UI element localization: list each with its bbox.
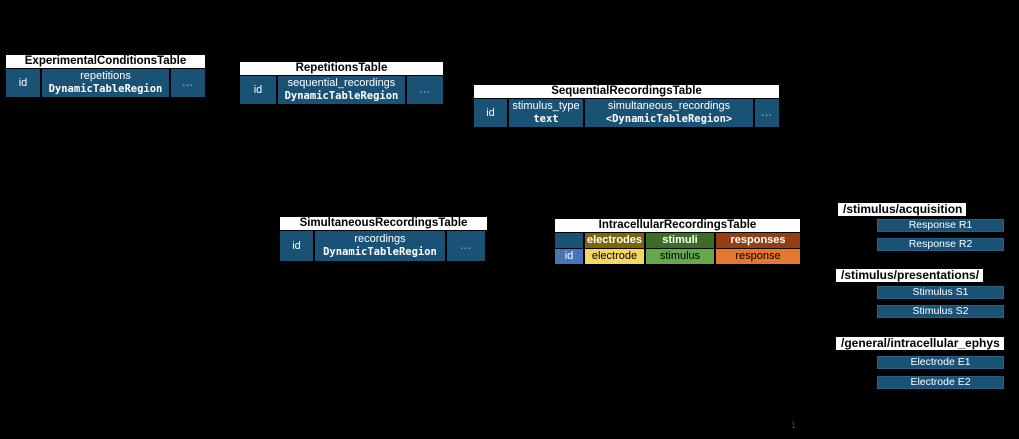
id-cell: id <box>6 69 40 97</box>
column-type: <DynamicTableRegion> <box>605 113 733 125</box>
table-title: RepetitionsTable <box>240 62 443 75</box>
column-name: recordings <box>354 233 406 245</box>
table-title: ExperimentalConditionsTable <box>6 55 205 68</box>
group-path-general-intracellular-ephys: /general/intracellular_ephys <box>836 337 1004 350</box>
column-row: id electrode stimulus response <box>555 249 800 264</box>
response-r2-box: Response R2 <box>877 238 1004 251</box>
column-type: text <box>533 113 559 125</box>
ellipsis-cell: ... <box>755 99 779 127</box>
stimuli-group-header: stimuli <box>646 233 714 248</box>
table-row: id recordings DynamicTableRegion ... <box>280 231 487 261</box>
column-name: sequential_recordings <box>287 77 396 89</box>
group-path-stimulus-acquisition: /stimulus/acquisition <box>838 203 967 216</box>
page-marker: 1 <box>791 420 797 430</box>
table-title: SequentialRecordingsTable <box>474 85 779 98</box>
table-sequential-recordings: SequentialRecordingsTable id stimulus_ty… <box>474 85 779 127</box>
electrode-cell: electrode <box>585 249 644 264</box>
id-cell: id <box>240 76 276 104</box>
column-name: repetitions <box>80 70 131 82</box>
column-type: DynamicTableRegion <box>284 90 399 102</box>
column-type: DynamicTableRegion <box>48 83 163 95</box>
ellipsis-cell: ... <box>407 76 443 104</box>
table-row: id stimulus_type text simultaneous_recor… <box>474 99 779 127</box>
group-header-row: electrodes stimuli responses <box>555 233 800 248</box>
group-path-stimulus-presentations: /stimulus/presentations/ <box>836 269 984 282</box>
column-cell: sequential_recordings DynamicTableRegion <box>278 76 405 104</box>
column-cell: recordings DynamicTableRegion <box>315 231 445 261</box>
stimulus-s2-box: Stimulus S2 <box>877 305 1004 318</box>
stimulus-cell: stimulus <box>646 249 714 264</box>
responses-group-header: responses <box>716 233 800 248</box>
electrodes-group-header: electrodes <box>585 233 644 248</box>
table-title: IntracellularRecordingsTable <box>555 219 800 232</box>
table-intracellular-recordings: IntracellularRecordingsTable electrodes … <box>555 219 800 264</box>
column-name: stimulus_type <box>512 100 580 112</box>
table-simultaneous-recordings: SimultaneousRecordingsTable id recording… <box>280 217 487 261</box>
electrode-e1-box: Electrode E1 <box>877 356 1004 369</box>
ellipsis-cell: ... <box>171 69 205 97</box>
empty-cell <box>555 233 583 248</box>
id-cell: id <box>474 99 507 127</box>
table-experimental-conditions: ExperimentalConditionsTable id repetitio… <box>6 55 205 97</box>
ellipsis-cell: ... <box>447 231 485 261</box>
response-cell: response <box>716 249 800 264</box>
column-cell: simultaneous_recordings <DynamicTableReg… <box>585 99 753 127</box>
stimulus-s1-box: Stimulus S1 <box>877 286 1004 299</box>
column-cell: repetitions DynamicTableRegion <box>42 69 169 97</box>
column-type: DynamicTableRegion <box>323 246 437 258</box>
table-row: id sequential_recordings DynamicTableReg… <box>240 76 443 104</box>
response-r1-box: Response R1 <box>877 219 1004 232</box>
column-cell: stimulus_type text <box>509 99 583 127</box>
table-title: SimultaneousRecordingsTable <box>280 217 487 230</box>
column-name: simultaneous_recordings <box>607 100 731 112</box>
id-cell: id <box>555 249 583 264</box>
table-row: id repetitions DynamicTableRegion ... <box>6 69 205 97</box>
electrode-e2-box: Electrode E2 <box>877 376 1004 389</box>
id-cell: id <box>280 231 313 261</box>
table-repetitions: RepetitionsTable id sequential_recording… <box>240 62 443 104</box>
